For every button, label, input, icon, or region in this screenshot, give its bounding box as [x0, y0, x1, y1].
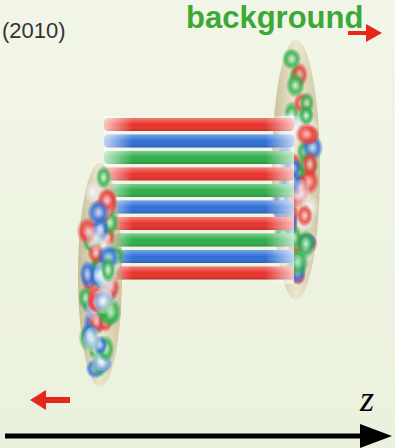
- nucleon: [83, 327, 102, 353]
- nucleus-left: [77, 163, 124, 387]
- flux-tubes: [104, 116, 294, 284]
- nucleon: [101, 257, 115, 283]
- nucleus-rim: [78, 163, 122, 387]
- year-note: (2010): [2, 18, 66, 44]
- nucleon: [85, 182, 100, 202]
- nucleon: [93, 288, 114, 314]
- axis-line: [5, 434, 368, 439]
- nucleon: [296, 230, 315, 258]
- nucleon: [80, 261, 95, 288]
- motion-arrow: [30, 390, 70, 410]
- nucleon: [297, 205, 313, 227]
- tube-fade: [104, 116, 294, 284]
- nucleon: [88, 200, 109, 225]
- axis-arrowhead: [360, 424, 392, 448]
- nucleon: [282, 48, 301, 69]
- nucleon: [299, 106, 314, 126]
- slide-heading: background: [186, 0, 363, 36]
- nucleon: [286, 73, 304, 97]
- nucleon: [302, 152, 317, 177]
- nucleon: [296, 123, 317, 145]
- nucleon: [96, 166, 111, 189]
- nucleon: [86, 226, 106, 251]
- axis-label: z: [360, 378, 374, 420]
- nucleon: [293, 179, 310, 206]
